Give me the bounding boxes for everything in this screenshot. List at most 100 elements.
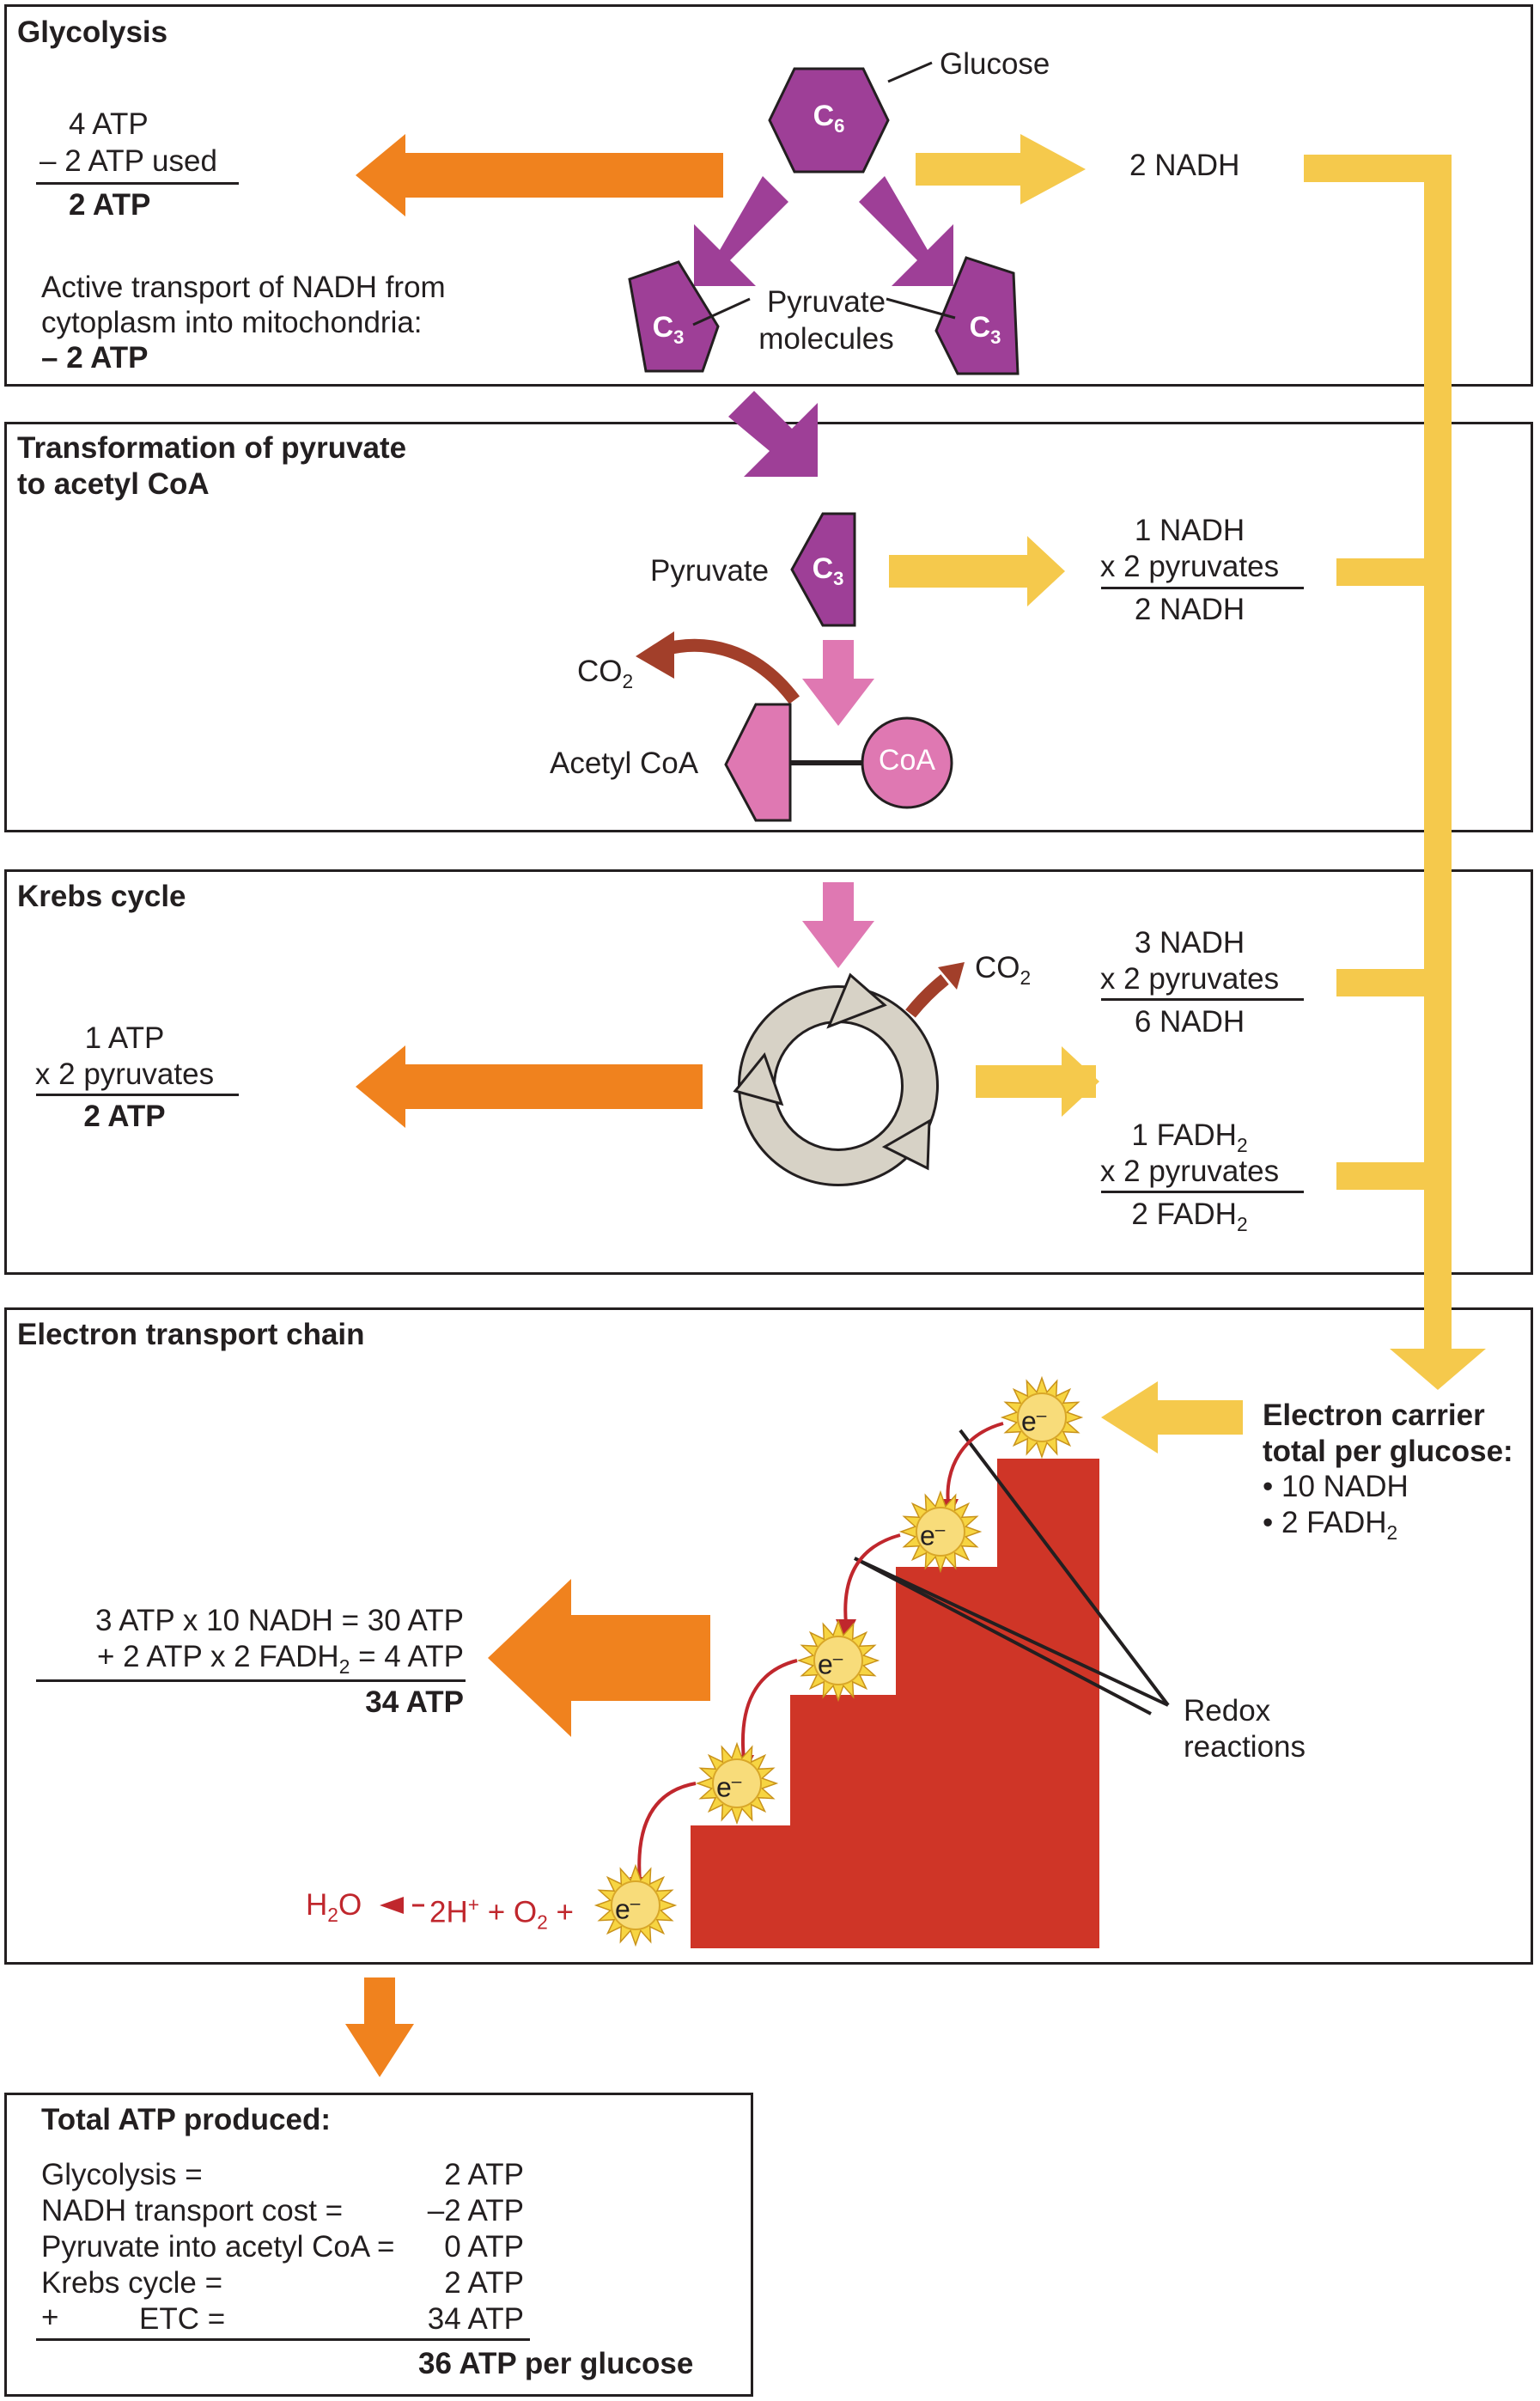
total-rule [36,2338,530,2341]
pyruvate-down-arrow [728,391,818,477]
etc-reactants: 2H+ + O2 + [429,1886,574,1941]
glycolysis-atp-total: 2 ATP [69,188,151,222]
pyruvate-left-c-text: C [652,311,674,344]
glucose-label: Glucose [940,47,1050,81]
krebs-co2-text: CO [975,951,1020,984]
total-row-value: –2 ATP [427,2194,524,2227]
electron-label: e– [716,1763,741,1807]
glucose-sub-text: 6 [834,114,845,137]
electron-star-icon [1000,1375,1084,1459]
electron-charge: – [1036,1405,1047,1425]
glycolysis-atp-line1: 4 ATP [69,107,149,141]
hydrogen-sup: + [467,1893,480,1916]
etc-calc-rule [36,1679,466,1682]
glycolysis-atp-line2: – 2 ATP used [40,144,217,178]
krebs-fadh-line1-sub: 2 [1236,1134,1248,1156]
oxygen-text: + O [479,1895,538,1929]
redox-line2: reactions [1184,1730,1306,1764]
krebs-fadh-line1: 1 FADH2 [1099,1117,1280,1164]
glycolysis-atp-arrow [356,134,723,216]
water-o: O [338,1888,362,1922]
etc-atp-arrow [488,1579,710,1737]
krebs-fadh-total: 2 FADH2 [1099,1196,1280,1243]
carrier-item2-sub: 2 [1386,1521,1398,1544]
water-h: H [306,1888,328,1922]
krebs-nadh-line2: x 2 pyruvates [1099,962,1280,996]
electron-star-icon [593,1863,678,1947]
pyruvate-leader-left [692,297,751,326]
krebs-atp-arrow [356,1045,703,1128]
electron-charge: – [630,1893,641,1913]
electron-label: e– [920,1511,945,1555]
pink-down-arrow-2 [802,882,874,968]
pyruvate-nadh-line1: 1 NADH [1134,514,1245,547]
electron-letter: e [1021,1405,1037,1437]
krebs-fadh-total-sub: 2 [1236,1213,1248,1235]
glycolysis-nadh: 2 NADH [1129,149,1240,182]
glucose-leader-line [887,61,933,83]
electron-label: e– [615,1885,640,1929]
total-row-value: 2 ATP [444,2266,524,2300]
krebs-atp-rule [36,1094,239,1096]
krebs-fadh-line2: x 2 pyruvates [1099,1155,1280,1188]
water-arrowhead [380,1897,404,1914]
pyruvate-right-c-text: C [969,311,991,344]
etc-calc-line2-pre: + 2 ATP x 2 FADH [96,1640,339,1673]
redox-leader-lines [854,1429,1170,1715]
electron-input-arrow [1101,1381,1243,1453]
electron-star-icon [796,1618,880,1703]
pyruvate-co2-text: CO [577,655,623,688]
total-row-value: 34 ATP [427,2302,524,2336]
total-row-label: Glycolysis = [41,2158,203,2191]
pyruvate-nadh-arrow [889,536,1065,606]
glucose-c-text: C [813,100,835,132]
oxygen-post: + [547,1895,574,1929]
krebs-nadh-line1: 3 NADH [1134,926,1245,960]
electron-drop-arrows [637,1422,1004,1882]
glycolysis-atp-rule [36,182,239,185]
krebs-atp-total: 2 ATP [83,1100,166,1133]
pyruvate-right-shape [934,256,1020,375]
krebs-co2: CO2 [975,949,1031,996]
etc-calc-line2-sub: 2 [338,1655,350,1678]
electron-charge: – [934,1520,946,1539]
pyruvate-left-shape [628,260,720,373]
krebs-nadh-rule [1101,998,1304,1001]
total-row-label: NADH transport cost = [41,2194,344,2227]
total-row-label: Pyruvate into acetyl CoA = [41,2230,395,2264]
redox-line1: Redox [1184,1694,1271,1728]
glycolysis-title: Glycolysis [17,15,168,49]
pyruvate-title-line2: to acetyl CoA [17,467,210,501]
pyruvate-right-sub-text: 3 [990,326,1001,348]
pyruvate-c3-shape [790,512,856,627]
carrier-item2-text: • 2 FADH [1263,1506,1387,1539]
glucose-c6-label: C6 [803,100,855,137]
glucose-split-arrows [694,176,953,286]
acetyl-group-shape [724,703,792,822]
etc-title: Electron transport chain [17,1318,365,1351]
electron-star-icon [898,1490,983,1574]
pyruvate-c3-label: C3 [802,552,854,590]
krebs-fadh-line1-text: 1 FADH [1131,1118,1237,1152]
electron-star-icon [695,1741,779,1825]
pyruvate-molecules-label: Pyruvate molecules [740,283,912,357]
etc-calc-line1: 3 ATP x 10 NADH = 30 ATP [95,1604,464,1637]
nadh-collector-line [1304,155,1486,1390]
electron-label: e– [1021,1397,1046,1441]
pyruvate-label: Pyruvate [650,554,770,588]
transport-line1: Active transport of NADH from [41,271,446,304]
water-sub: 2 [327,1904,338,1926]
krebs-fadh-total-text: 2 FADH [1131,1197,1237,1231]
pyruvate-co2: CO2 [577,653,633,700]
total-down-arrow [345,1977,414,2077]
transport-cost: – 2 ATP [41,341,149,375]
pyruvate-label-line2: molecules [758,322,894,356]
total-panel [4,2093,753,2397]
carrier-line2: total per glucose: [1263,1435,1513,1468]
hydrogen-text: 2H [429,1895,468,1929]
coa-label: CoA [878,744,936,777]
carrier-line1: Electron carrier [1263,1399,1485,1432]
electron-letter: e [818,1648,833,1680]
